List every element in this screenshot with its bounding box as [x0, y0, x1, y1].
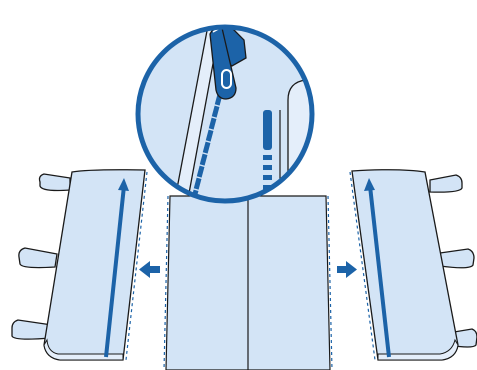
right-panel-zipper: [349, 171, 376, 361]
zipper-detail-magnifier: [135, 24, 315, 204]
left-detached-panel: [11, 169, 148, 361]
zipper-pull-icon: [209, 27, 247, 100]
arrow-left-icon: [139, 261, 160, 278]
right-detached-panel: [349, 169, 477, 361]
arrow-up-icon: [364, 178, 391, 358]
right-zipper-teeth: [263, 110, 272, 200]
left-panel-zipper: [125, 171, 148, 361]
left-panel-straps: [11, 173, 71, 340]
arrow-up-icon: [104, 178, 129, 358]
right-zipper-track: [327, 195, 333, 370]
arrow-right-icon: [337, 261, 357, 278]
left-zipper-track: [163, 195, 169, 370]
center-body-panel: [163, 195, 333, 370]
